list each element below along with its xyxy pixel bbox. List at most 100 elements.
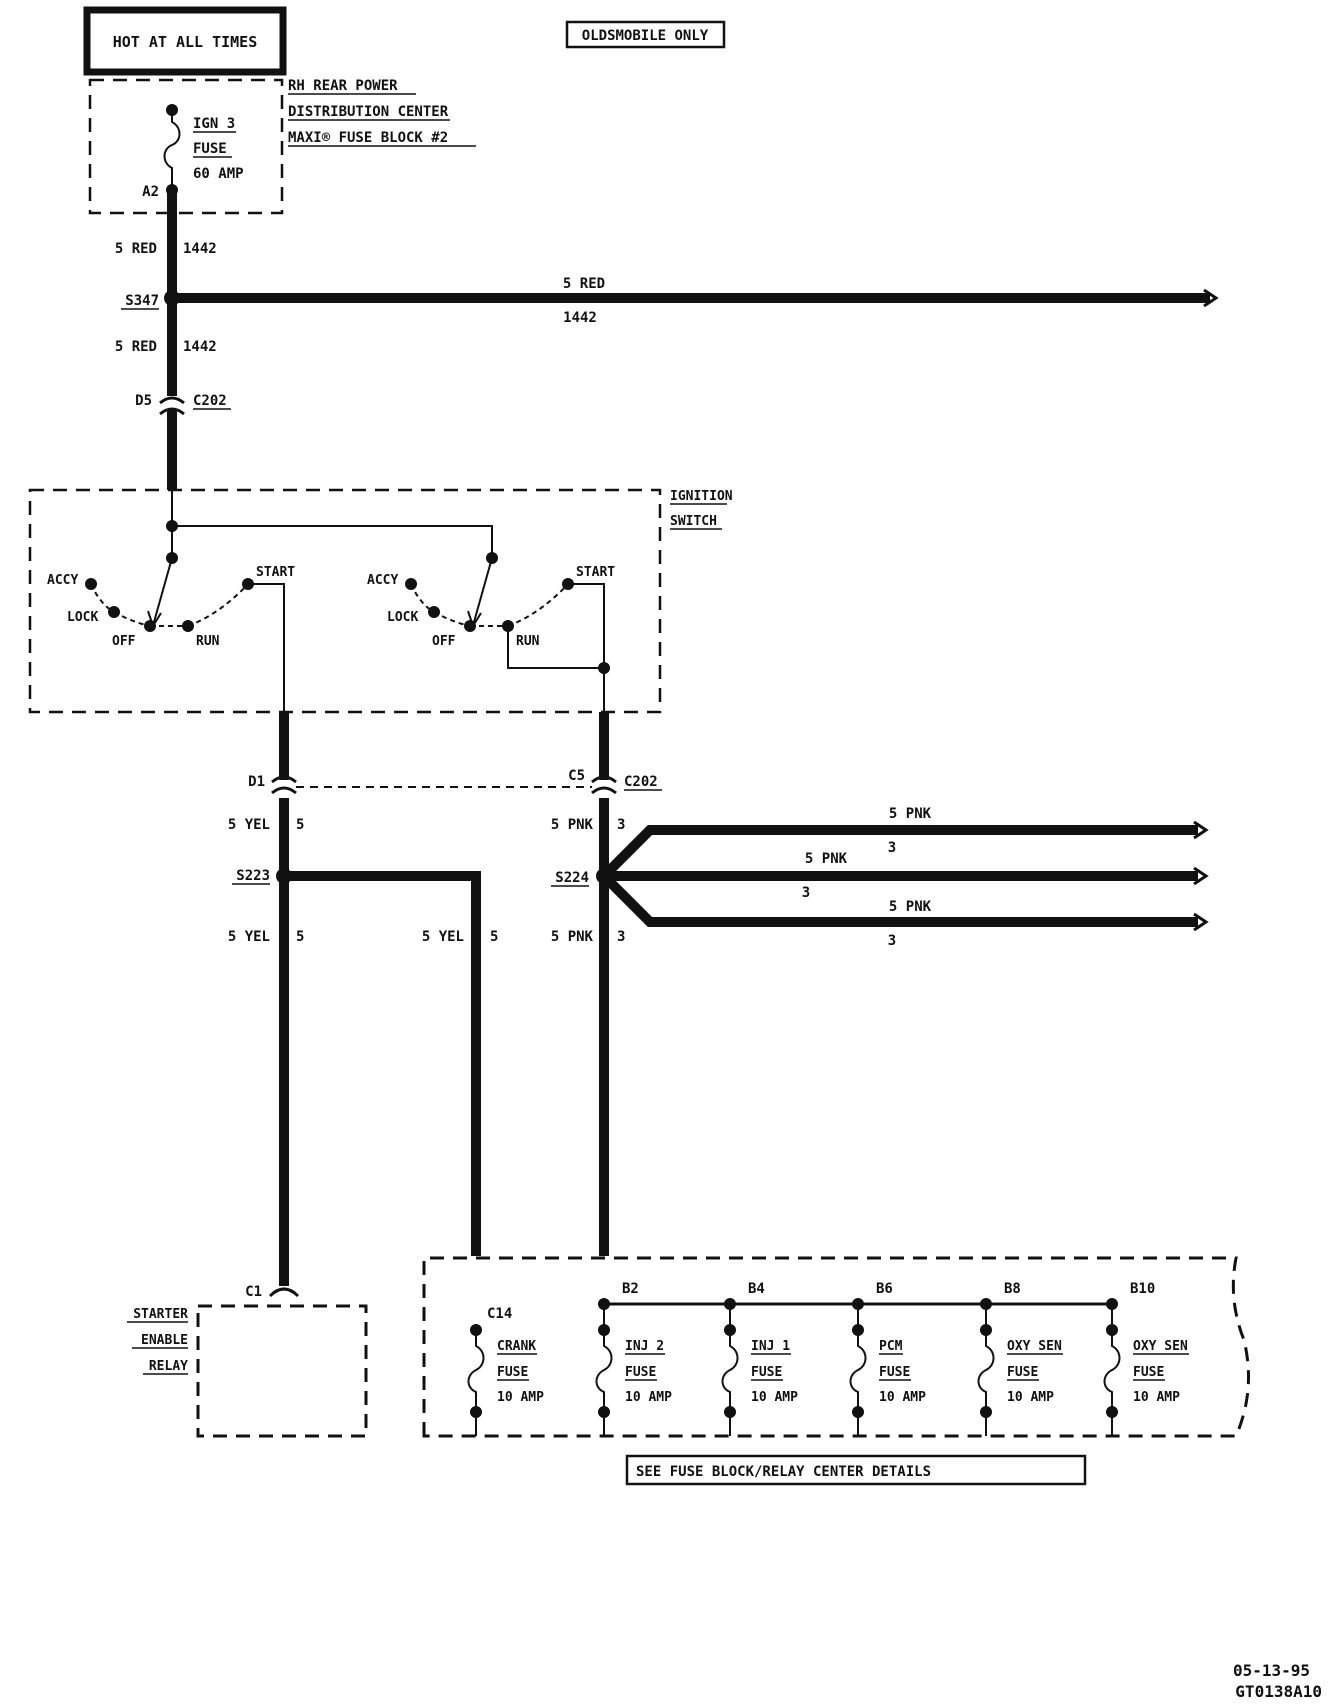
ign3-fuse-name: IGN 3 <box>193 116 235 132</box>
pink-branch-lower-circuit: 3 <box>888 933 896 949</box>
right-run-output-wire <box>507 626 604 669</box>
yellow-wire2-circuit: 5 <box>296 929 304 945</box>
connector-pin-d1: D1 <box>248 774 265 790</box>
right-switch-blade <box>473 557 493 623</box>
starter-relay-pin-c1-label: C1 <box>245 1284 262 1300</box>
see-details-label: SEE FUSE BLOCK/RELAY CENTER DETAILS <box>636 1464 931 1480</box>
right-off-label: OFF <box>432 634 456 649</box>
fuse-rating-label: 10 AMP <box>1007 1390 1054 1405</box>
fuse-symbol <box>1103 1330 1121 1412</box>
pink-branch-upper-circuit: 3 <box>888 840 896 856</box>
branch-wire-color: 5 RED <box>563 276 605 292</box>
pink-branch-upper-arrow <box>1193 820 1209 840</box>
starter-enable-relay-box <box>196 1304 368 1438</box>
right-lock-contact <box>428 606 440 618</box>
left-lock-label: LOCK <box>67 610 98 625</box>
ignition-switch-label-line1: IGNITION <box>670 489 733 504</box>
fuse-symbol <box>721 1330 739 1412</box>
fuse-word-label: FUSE <box>751 1365 782 1380</box>
connector-c202-c5-bottom <box>591 786 617 795</box>
connector-pin-d5: D5 <box>135 393 152 409</box>
pink-branch-middle-arrow <box>1193 866 1209 886</box>
right-start-output-wire <box>568 583 605 712</box>
fuse-rating-label: 10 AMP <box>751 1390 798 1405</box>
yellow-wire-s223-to-crank-fuse <box>284 871 481 1256</box>
pink-branch-middle-circuit: 3 <box>802 885 810 901</box>
power-center-line2: DISTRIBUTION CENTER <box>288 104 449 120</box>
pink-branch-lower-color: 5 PNK <box>889 899 932 915</box>
fuse-terminal-label: B6 <box>876 1281 893 1297</box>
feed-wire1-circuit: 1442 <box>183 241 217 257</box>
left-off-contact <box>144 620 156 632</box>
pink-wire1-circuit: 3 <box>617 817 625 833</box>
power-distribution-center-box <box>88 78 284 215</box>
connector-c202-upper-label: C202 <box>193 393 227 409</box>
fuse-rating-label: 10 AMP <box>497 1390 544 1405</box>
fuse-symbol <box>849 1330 867 1412</box>
left-accy-label: ACCY <box>47 573 78 588</box>
terminal-a2-label: A2 <box>142 184 159 200</box>
diagram-date: 05-13-95 <box>1233 1661 1310 1680</box>
fuse-rating-label: 10 AMP <box>879 1390 926 1405</box>
connector-pin-c5: C5 <box>568 768 585 784</box>
feed-wire2-color: 5 RED <box>115 339 157 355</box>
right-output-node <box>598 662 610 674</box>
fuse-name-label: INJ 1 <box>751 1339 790 1354</box>
starter-relay-line2: ENABLE <box>141 1333 188 1348</box>
right-accy-label: ACCY <box>367 573 398 588</box>
fuse-word-label: FUSE <box>497 1365 528 1380</box>
ign3-fuse-rating: 60 AMP <box>193 166 244 182</box>
connector-c202-d1-bottom <box>271 786 297 795</box>
fuse-rating-label: 10 AMP <box>625 1390 672 1405</box>
yellow-wire3-circuit: 5 <box>490 929 498 945</box>
connector-c202-d5-top <box>159 396 185 405</box>
connector-c202-c5-top <box>591 775 617 784</box>
fuse-terminal-label: B2 <box>622 1281 639 1297</box>
ignition-bus-to-right-switch <box>172 525 493 558</box>
ign3-fuse-word: FUSE <box>193 141 227 157</box>
yellow-wire1-color: 5 YEL <box>228 817 270 833</box>
pink-branch-lower-arrow <box>1193 912 1209 932</box>
pink-branch-middle-color: 5 PNK <box>805 851 848 867</box>
starter-relay-pin-c1 <box>268 1287 300 1298</box>
connector-c202-lower-label: C202 <box>624 774 658 790</box>
ignition-switch-box <box>28 488 662 714</box>
fuse-word-label: FUSE <box>879 1365 910 1380</box>
starter-relay-line1: STARTER <box>133 1307 188 1322</box>
fuse-name-label: INJ 2 <box>625 1339 664 1354</box>
ignition-switch-label-line2: SWITCH <box>670 514 717 529</box>
pink-wire2-circuit: 3 <box>617 929 625 945</box>
left-start-label: START <box>256 565 295 580</box>
left-run-contact <box>182 620 194 632</box>
yellow-wire2-color: 5 YEL <box>228 929 270 945</box>
fuse-name-label: OXY SEN <box>1133 1339 1188 1354</box>
pink-wire1-color: 5 PNK <box>551 817 594 833</box>
left-switch-blade <box>153 557 173 623</box>
power-center-line1: RH REAR POWER <box>288 78 398 94</box>
power-center-line3: MAXI® FUSE BLOCK #2 <box>288 130 448 146</box>
splice-s347-label: S347 <box>125 293 159 309</box>
feed-wire2-circuit: 1442 <box>183 339 217 355</box>
fuse-word-label: FUSE <box>1007 1365 1038 1380</box>
hot-at-all-times-box <box>83 6 287 76</box>
fuse-symbol <box>977 1330 995 1412</box>
oldsmobile-only-label: OLDSMOBILE ONLY <box>582 28 709 44</box>
fuse-word-label: FUSE <box>625 1365 656 1380</box>
right-accy-contact <box>405 578 417 590</box>
fuse-rating-label: 10 AMP <box>1133 1390 1180 1405</box>
see-details-box <box>625 1454 1087 1486</box>
fuse-name-label: CRANK <box>497 1339 536 1354</box>
left-off-label: OFF <box>112 634 136 649</box>
right-run-label: RUN <box>516 634 540 649</box>
hot-at-all-times-label: HOT AT ALL TIMES <box>113 33 258 51</box>
oldsmobile-only-box <box>565 20 726 49</box>
branch-wire-continuation-arrow <box>1203 288 1219 308</box>
fuse-word-label: FUSE <box>1133 1365 1164 1380</box>
branch-wire-circuit: 1442 <box>563 310 597 326</box>
ign3-fuse-symbol <box>163 110 181 190</box>
splice-s224-label: S224 <box>555 870 589 886</box>
pink-branch-upper <box>600 825 1198 880</box>
